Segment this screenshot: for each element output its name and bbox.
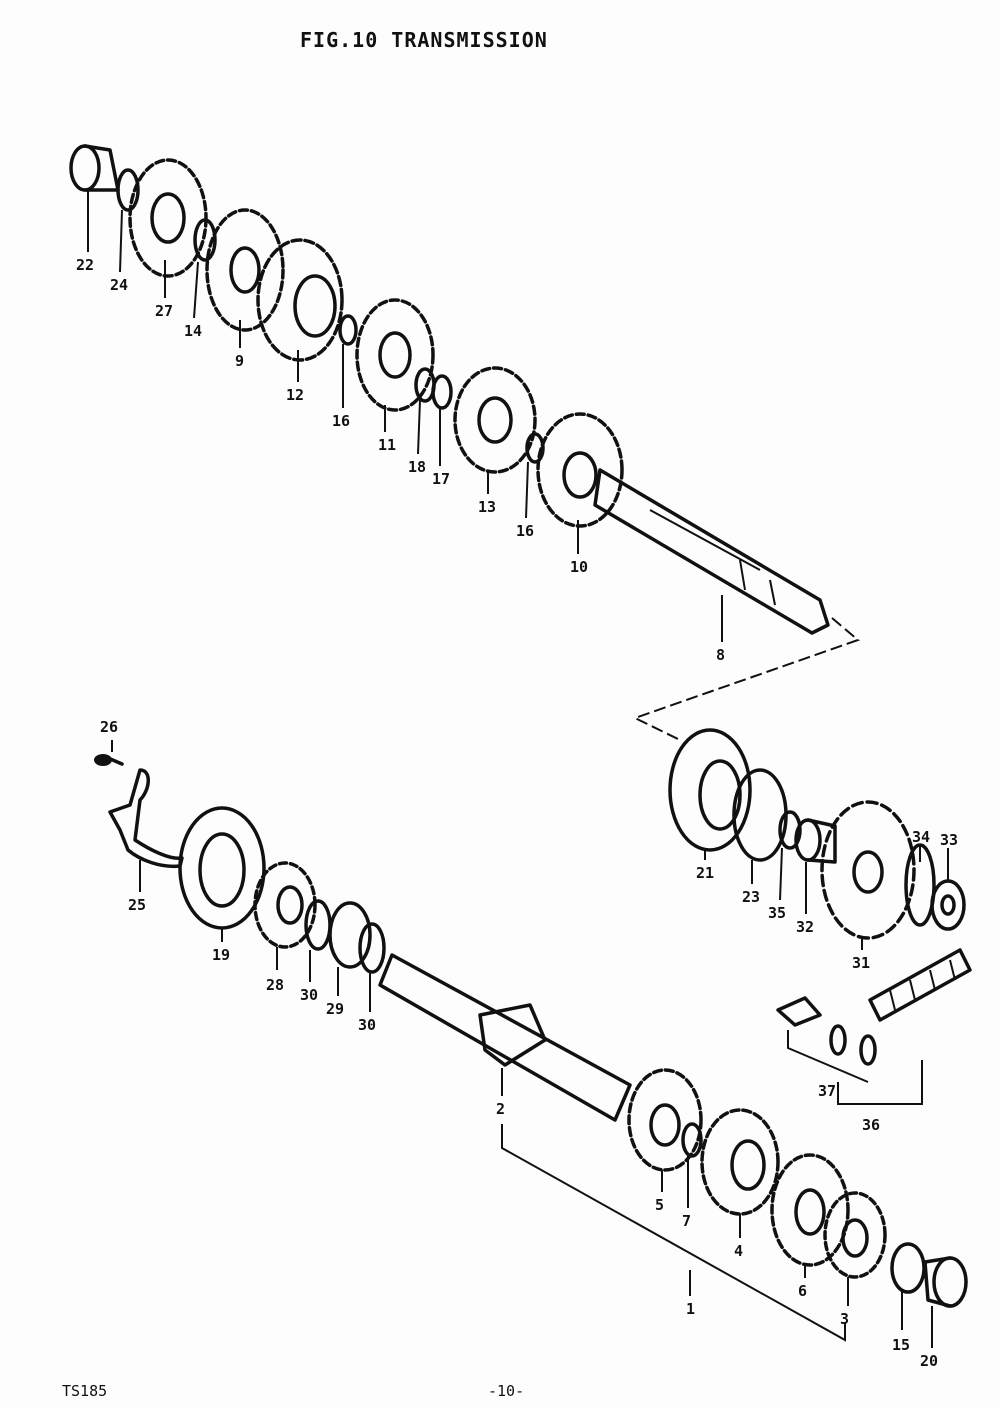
nut-33 — [930, 879, 966, 931]
part-label-18: 18 — [408, 458, 426, 476]
countershaft-8 — [593, 468, 830, 635]
part-label-12: 12 — [286, 386, 304, 404]
gear-28 — [253, 861, 317, 949]
page-title: FIG.10 TRANSMISSION — [300, 28, 548, 52]
gear-6 — [770, 1153, 850, 1267]
chain-joint-37 — [776, 996, 877, 1066]
driveshaft-2 — [378, 953, 632, 1122]
part-label-8: 8 — [716, 646, 725, 664]
part-label-22: 22 — [76, 256, 94, 274]
screw-26 — [94, 754, 124, 766]
bracket-37 — [787, 1030, 869, 1083]
circlip-7 — [681, 1122, 703, 1158]
part-label-16b: 16 — [516, 522, 534, 540]
part-label-31: 31 — [852, 954, 870, 972]
washer-29 — [328, 901, 372, 969]
part-label-35: 35 — [768, 904, 786, 922]
gear-4 — [700, 1108, 780, 1216]
circlip-17 — [431, 374, 453, 410]
washer-15 — [890, 1242, 926, 1294]
part-label-25: 25 — [128, 896, 146, 914]
gear-11 — [355, 298, 435, 412]
part-label-26: 26 — [100, 718, 118, 736]
footer-page-number: -10- — [488, 1382, 525, 1400]
part-label-10: 10 — [570, 558, 588, 576]
part-label-15: 15 — [892, 1336, 910, 1354]
part-label-11: 11 — [378, 436, 396, 454]
washer-24 — [116, 168, 140, 212]
part-label-20: 20 — [920, 1352, 938, 1370]
bearing-21 — [668, 728, 752, 852]
part-label-5: 5 — [655, 1196, 664, 1214]
gear-13 — [453, 366, 537, 474]
drive-sprocket-assembly — [668, 728, 972, 1105]
part-label-24: 24 — [110, 276, 128, 294]
part-label-2: 2 — [496, 1100, 505, 1118]
part-label-29: 29 — [326, 1000, 344, 1018]
part-label-27: 27 — [155, 302, 173, 320]
bearing-retainer-25 — [108, 768, 184, 869]
circlip-14 — [193, 218, 217, 262]
bracket-1 — [501, 1124, 846, 1342]
part-label-1: 1 — [686, 1300, 695, 1318]
part-label-32: 32 — [796, 918, 814, 936]
part-label-14: 14 — [184, 322, 202, 340]
part-label-23: 23 — [742, 888, 760, 906]
connection-line — [632, 617, 860, 741]
part-label-7: 7 — [682, 1212, 691, 1230]
part-label-30b: 30 — [358, 1016, 376, 1034]
part-label-36: 36 — [862, 1116, 880, 1134]
washer-30b — [358, 922, 386, 974]
gear-12 — [256, 238, 344, 362]
driveshaft-assembly — [94, 754, 968, 1342]
countershaft-assembly — [69, 144, 830, 635]
part-label-33: 33 — [940, 831, 958, 849]
bracket-36 — [837, 1060, 923, 1105]
part-label-28: 28 — [266, 976, 284, 994]
part-label-21: 21 — [696, 864, 714, 882]
part-label-16a: 16 — [332, 412, 350, 430]
part-label-4: 4 — [734, 1242, 743, 1260]
gear-27 — [128, 158, 208, 278]
bearing-cup-20 — [923, 1256, 968, 1308]
washer-30a — [304, 899, 332, 951]
gear-10 — [536, 412, 624, 528]
part-label-13: 13 — [478, 498, 496, 516]
oil-seal-23 — [732, 768, 788, 862]
gear-3 — [823, 1191, 887, 1279]
part-number-labels: 22 24 27 14 9 12 16 11 18 17 13 16 10 8 … — [76, 256, 958, 1370]
leader-lines — [87, 190, 949, 1348]
part-label-3: 3 — [840, 1310, 849, 1328]
bearing-cup-22 — [69, 144, 120, 192]
washer-16a — [338, 314, 358, 346]
o-ring-35 — [778, 810, 802, 850]
drive-chain-36 — [868, 948, 972, 1022]
part-label-37: 37 — [818, 1082, 836, 1100]
part-label-19: 19 — [212, 946, 230, 964]
gear-5 — [627, 1068, 703, 1172]
part-label-30a: 30 — [300, 986, 318, 1004]
part-label-17: 17 — [432, 470, 450, 488]
gear-9 — [205, 208, 285, 332]
bearing-19 — [178, 806, 266, 930]
washer-16b — [525, 432, 545, 464]
footer-model-code: TS185 — [62, 1382, 108, 1400]
part-label-6: 6 — [798, 1282, 807, 1300]
spacer-32 — [794, 818, 837, 864]
part-label-9: 9 — [235, 352, 244, 370]
part-label-34: 34 — [912, 828, 930, 846]
sprocket-31 — [820, 800, 916, 940]
